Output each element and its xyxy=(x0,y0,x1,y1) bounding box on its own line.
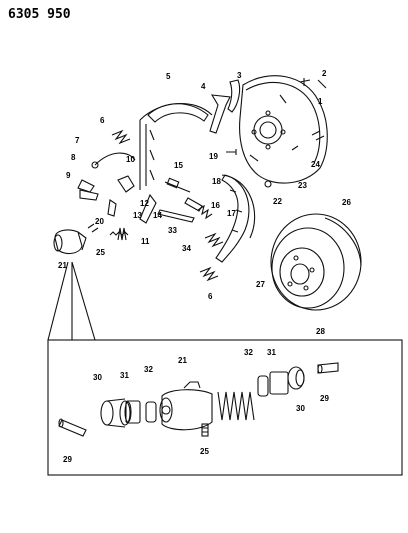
callout-32-left: 32 xyxy=(144,365,153,374)
callout-5: 5 xyxy=(166,72,171,81)
callout-26: 26 xyxy=(342,198,351,207)
callout-19: 19 xyxy=(209,152,218,161)
brake-drum xyxy=(270,213,362,311)
brake-shoe-upper xyxy=(139,103,213,190)
detail-spring xyxy=(217,391,255,421)
callout-31-right: 31 xyxy=(267,348,276,357)
callout-27: 27 xyxy=(256,280,265,289)
callout-13: 13 xyxy=(133,211,142,220)
park-brake-strut xyxy=(209,94,231,134)
callout-15: 15 xyxy=(174,161,183,170)
detail-cup-right xyxy=(257,375,269,397)
detail-pushrod-right xyxy=(317,362,339,374)
callout-24: 24 xyxy=(311,160,320,169)
callout-32-right: 32 xyxy=(244,348,253,357)
strut-33 xyxy=(157,209,195,223)
callout-34: 34 xyxy=(182,244,191,253)
callout-29-right: 29 xyxy=(320,394,329,403)
detail-cylinder-body xyxy=(159,381,213,431)
callout-16: 16 xyxy=(211,201,220,210)
return-spring-2 xyxy=(117,227,127,241)
bleeder-24 xyxy=(311,130,325,141)
callout-10: 10 xyxy=(126,155,135,164)
callout-4: 4 xyxy=(201,82,206,91)
detail-piston-boot-right xyxy=(287,366,305,390)
callout-33: 33 xyxy=(168,226,177,235)
zoom-detail-box xyxy=(47,339,403,476)
callout-1: 1 xyxy=(318,97,323,106)
nut-22 xyxy=(264,180,272,188)
callout-30-right: 30 xyxy=(296,404,305,413)
callout-8: 8 xyxy=(71,153,76,162)
zoom-leader xyxy=(47,261,96,341)
callout-3: 3 xyxy=(237,71,242,80)
callout-14: 14 xyxy=(153,211,162,220)
adjuster-cable xyxy=(94,152,136,166)
callout-21: 21 xyxy=(58,261,67,270)
anchor-13 xyxy=(107,199,117,217)
part-code: 6305 950 xyxy=(8,7,71,22)
callout-31-left: 31 xyxy=(120,371,129,380)
detail-piston-right xyxy=(269,371,289,395)
spring-17 xyxy=(197,204,213,220)
adjuster-lever-9 xyxy=(79,189,99,201)
callout-20: 20 xyxy=(95,217,104,226)
lever-14 xyxy=(139,193,157,224)
spring-6-lower xyxy=(199,266,219,282)
detail-piston-left xyxy=(124,400,141,424)
wheel-cylinder-upper xyxy=(53,229,87,255)
detail-pushrod-left xyxy=(58,418,87,437)
callout-6-lower: 6 xyxy=(208,292,213,301)
adjuster-screw-assembly xyxy=(164,177,203,212)
callout-25: 25 xyxy=(96,248,105,257)
callout-17: 17 xyxy=(227,209,236,218)
callout-29-left: 29 xyxy=(63,455,72,464)
bleeder-25-upper xyxy=(87,223,99,233)
adjuster-lever xyxy=(227,79,241,113)
detail-piston-boot-left xyxy=(100,398,131,428)
detail-cup-left xyxy=(145,401,157,423)
spring-34 xyxy=(204,232,224,248)
callout-9: 9 xyxy=(66,171,71,180)
spring-6-upper xyxy=(111,129,131,145)
callout-2: 2 xyxy=(322,69,327,78)
callout-30-left: 30 xyxy=(93,373,102,382)
callout-21-detail: 21 xyxy=(178,356,187,365)
pivot-10 xyxy=(117,175,135,193)
bolt-1 xyxy=(299,78,311,86)
callout-22: 22 xyxy=(273,197,282,206)
callout-23: 23 xyxy=(298,181,307,190)
callout-12: 12 xyxy=(140,199,149,208)
brake-shoe-lower xyxy=(215,174,256,263)
callout-11: 11 xyxy=(141,237,150,246)
bolt-19 xyxy=(226,149,237,155)
callout-28: 28 xyxy=(316,327,325,336)
bolt-2 xyxy=(317,79,327,89)
detail-bleeder xyxy=(201,423,209,437)
callout-25-detail: 25 xyxy=(200,447,209,456)
callout-6-upper: 6 xyxy=(100,116,105,125)
callout-7: 7 xyxy=(75,136,80,145)
backing-plate xyxy=(239,75,328,184)
callout-18: 18 xyxy=(212,177,221,186)
